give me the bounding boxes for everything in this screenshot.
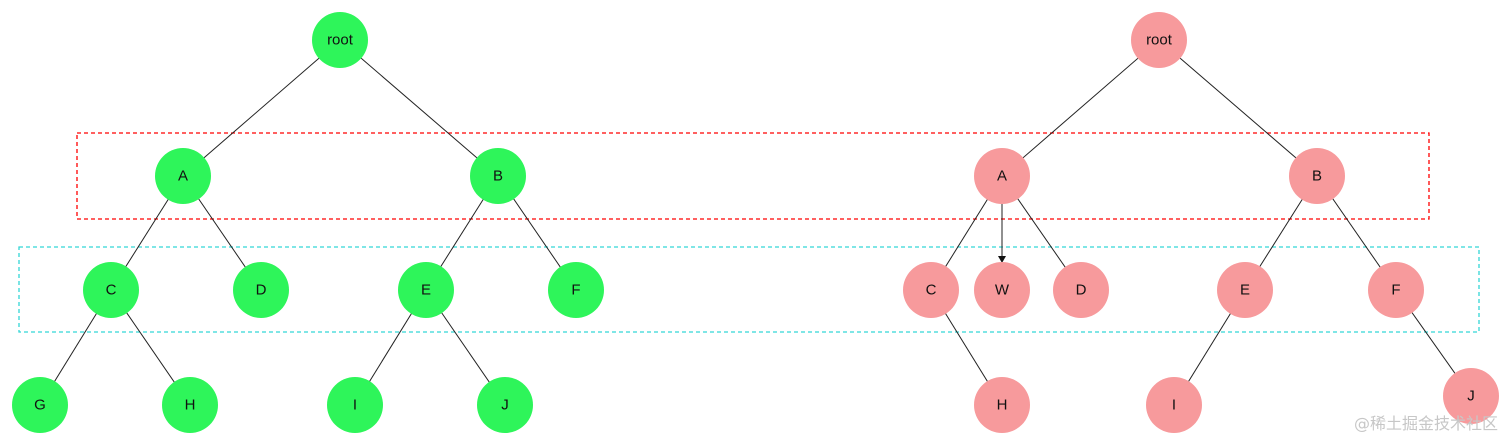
left-node-j-label: J <box>501 397 509 414</box>
left-node-i-circle <box>327 377 383 433</box>
left-tree-edges <box>39 39 577 406</box>
left-node-c-circle <box>83 262 139 318</box>
left-node-a-circle <box>155 148 211 204</box>
right-node-e-circle <box>1217 262 1273 318</box>
left-node-h-circle <box>162 377 218 433</box>
right-node-i-label: I <box>1172 397 1176 414</box>
left-node-c: C <box>83 262 139 318</box>
left-node-c-label: C <box>106 282 117 299</box>
left-node-e-label: E <box>421 282 431 299</box>
right-node-w-label: W <box>995 282 1010 299</box>
right-node-f-label: F <box>1391 282 1400 299</box>
level-2-highlight-box <box>18 246 1480 333</box>
right-node-root-circle <box>1131 12 1187 68</box>
left-node-root: root <box>312 12 368 68</box>
left-node-b-label: B <box>493 168 503 185</box>
right-node-w-circle <box>974 262 1030 318</box>
right-node-w: W <box>974 262 1030 318</box>
left-node-b-circle <box>470 148 526 204</box>
right-node-f-circle <box>1368 262 1424 318</box>
right-node-a: A <box>974 148 1030 204</box>
left-node-a-label: A <box>178 168 188 185</box>
left-node-e-circle <box>398 262 454 318</box>
left-node-j: J <box>477 377 533 433</box>
right-edge-root-b <box>1158 39 1318 177</box>
left-node-h: H <box>162 377 218 433</box>
right-node-e-label: E <box>1240 282 1250 299</box>
left-node-f-circle <box>548 262 604 318</box>
left-node-g: G <box>12 377 68 433</box>
left-node-d-circle <box>233 262 289 318</box>
right-node-c-circle <box>903 262 959 318</box>
right-node-i: I <box>1146 377 1202 433</box>
left-edge-root-a <box>182 39 341 177</box>
left-node-h-label: H <box>185 397 196 414</box>
right-node-c-label: C <box>926 282 937 299</box>
right-node-f: F <box>1368 262 1424 318</box>
left-node-j-circle <box>477 377 533 433</box>
right-node-b: B <box>1289 148 1345 204</box>
left-node-b: B <box>470 148 526 204</box>
right-node-b-circle <box>1289 148 1345 204</box>
left-node-d-label: D <box>256 282 267 299</box>
left-node-a: A <box>155 148 211 204</box>
left-node-root-circle <box>312 12 368 68</box>
left-node-f-label: F <box>571 282 580 299</box>
left-node-e: E <box>398 262 454 318</box>
left-edge-root-b <box>339 39 499 177</box>
right-node-a-circle <box>974 148 1030 204</box>
right-node-j-circle <box>1443 368 1499 424</box>
right-node-i-circle <box>1146 377 1202 433</box>
right-node-j: J <box>1443 368 1499 424</box>
right-node-root: root <box>1131 12 1187 68</box>
left-node-f: F <box>548 262 604 318</box>
level-1-highlight-box <box>76 132 1430 220</box>
right-node-root-label: root <box>1146 32 1173 49</box>
right-node-d-circle <box>1053 262 1109 318</box>
right-node-h-label: H <box>997 397 1008 414</box>
right-node-d-label: D <box>1076 282 1087 299</box>
left-node-g-circle <box>12 377 68 433</box>
right-node-h-circle <box>974 377 1030 433</box>
left-node-g-label: G <box>34 397 46 414</box>
right-node-h: H <box>974 377 1030 433</box>
left-node-i-label: I <box>353 397 357 414</box>
right-tree-edges <box>930 39 1472 406</box>
left-node-i: I <box>327 377 383 433</box>
right-node-c: C <box>903 262 959 318</box>
right-node-d: D <box>1053 262 1109 318</box>
left-node-root-label: root <box>327 32 354 49</box>
right-edge-root-a <box>1001 39 1160 177</box>
left-node-d: D <box>233 262 289 318</box>
right-node-b-label: B <box>1312 168 1322 185</box>
watermark-text: @稀土掘金技术社区 <box>1353 414 1498 433</box>
right-node-e: E <box>1217 262 1273 318</box>
right-node-a-label: A <box>997 168 1007 185</box>
right-node-j-label: J <box>1467 388 1475 405</box>
